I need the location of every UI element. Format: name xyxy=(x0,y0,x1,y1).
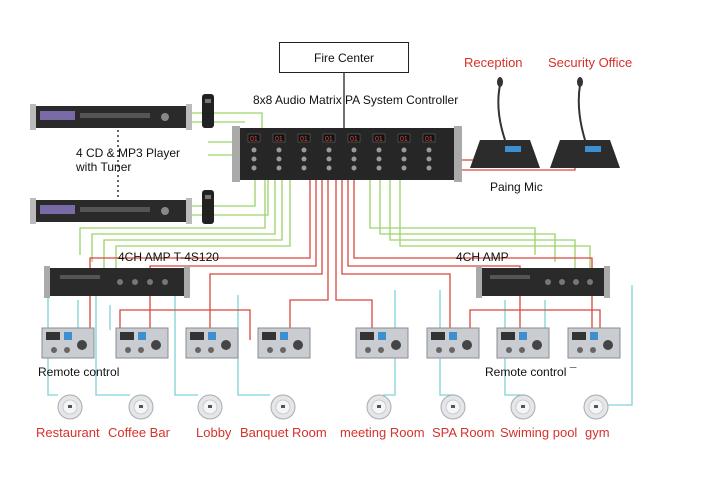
player-label-line1: 4 CD & MP3 Player xyxy=(76,146,181,160)
remote-control-left-label: Remote control xyxy=(38,365,120,379)
wall-remote-panel-icon xyxy=(185,327,239,359)
svg-text:01: 01 xyxy=(425,136,433,143)
ceiling-speaker-icon xyxy=(270,394,296,420)
room-label: Swiming pool xyxy=(500,425,578,440)
svg-text:01: 01 xyxy=(400,136,408,143)
svg-text:01: 01 xyxy=(250,136,258,143)
room-label: Banquet Room xyxy=(240,425,327,440)
amplifier-icon xyxy=(44,266,190,298)
room-label: meeting Room xyxy=(340,425,425,440)
fire-center-box: Fire Center xyxy=(279,42,409,73)
paging-mic-icon xyxy=(550,77,620,168)
wall-remote-panel-icon xyxy=(496,327,550,359)
remote-handset-icon xyxy=(202,94,214,128)
fire-center-label: Fire Center xyxy=(313,50,375,65)
paging-mic-icon xyxy=(470,77,540,168)
svg-text:01: 01 xyxy=(375,136,383,143)
wall-remote-panel-icon xyxy=(41,327,95,359)
wall-remote-panel-icon xyxy=(355,327,409,359)
ceiling-speaker-icon xyxy=(583,394,609,420)
paging-mic-label: Paing Mic xyxy=(490,180,543,194)
room-label: Restaurant xyxy=(36,425,100,440)
remote-handset-icon xyxy=(202,190,214,224)
ceiling-speaker-icon xyxy=(128,394,154,420)
reception-label: Reception xyxy=(464,55,523,70)
rack-player-icon xyxy=(30,198,192,224)
controller-label: 8x8 Audio Matrix PA System Controller xyxy=(253,93,459,107)
svg-text:01: 01 xyxy=(275,136,283,143)
amplifier-icon xyxy=(476,266,610,298)
player-label-line2: with Tuner xyxy=(76,160,132,174)
room-label: Coffee Bar xyxy=(108,425,170,440)
room-label: Lobby xyxy=(196,425,232,440)
svg-text:01: 01 xyxy=(350,136,358,143)
ceiling-speaker-icon xyxy=(57,394,83,420)
ceiling-speaker-icon xyxy=(510,394,536,420)
amp-right-label: 4CH AMP xyxy=(456,250,509,264)
ceiling-speaker-icon xyxy=(366,394,392,420)
wall-remote-panel-icon xyxy=(115,327,169,359)
amp-left-label: 4CH AMP T-4S120 xyxy=(118,250,219,264)
wall-remote-panel-icon xyxy=(567,327,621,359)
rack-player-icon xyxy=(30,104,192,130)
control-wires xyxy=(89,150,601,340)
wall-remote-panel-icon xyxy=(257,327,311,359)
ceiling-speaker-icon xyxy=(440,394,466,420)
security-office-label: Security Office xyxy=(548,55,633,70)
svg-text:01: 01 xyxy=(325,136,333,143)
matrix-controller-icon: 01 01 01 01 01 01 01 01 xyxy=(232,126,462,182)
remote-control-right-label: Remote control ¯ xyxy=(485,365,577,379)
room-label: SPA Room xyxy=(432,425,495,440)
room-label: gym xyxy=(585,425,610,440)
ceiling-speaker-icon xyxy=(197,394,223,420)
wall-remote-panel-icon xyxy=(426,327,480,359)
svg-text:01: 01 xyxy=(300,136,308,143)
